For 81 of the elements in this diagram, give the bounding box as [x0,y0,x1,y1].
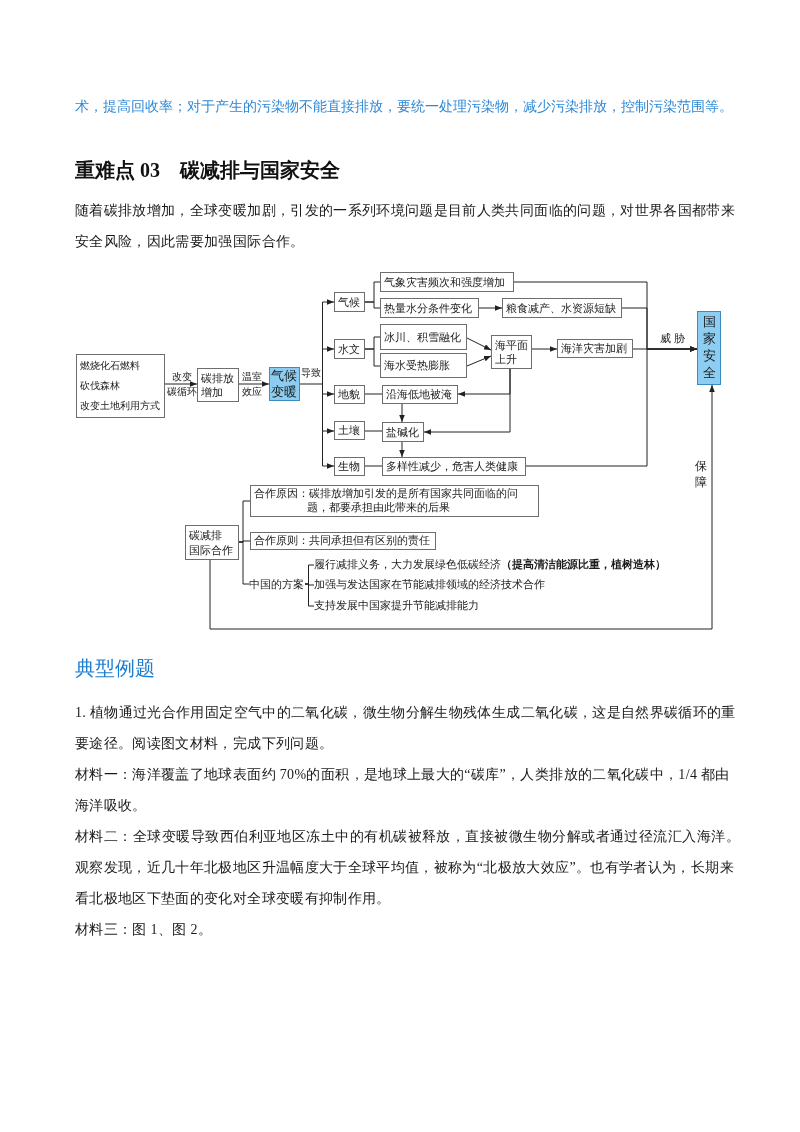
edge-label: 改变碳循环 [167,370,198,399]
arrow [209,384,715,630]
question-text: 材料三：图 1、图 2。 [75,921,214,939]
box-text: 气候 [338,294,360,310]
arrow [238,381,270,387]
arrow [466,355,492,367]
question-text: 材料一：海洋覆盖了地球表面约 70%的面积，是地球上最大的“碳库”，人类排放的二氧化碳中，1/4 都由海洋吸收。 [75,766,731,815]
concept-box [250,485,539,517]
arrow [399,441,405,458]
box-text: 气象灾害频次和强度增加 [384,274,505,290]
arrow [322,346,335,385]
concept-box [380,298,479,318]
arrow [525,346,698,467]
concept-box [334,457,365,476]
box-text: 砍伐森林 [80,379,120,393]
arrow [322,383,335,469]
concept-box [334,292,365,312]
arrow [531,346,558,352]
arrow [399,403,405,423]
edge-label: 威胁 [660,332,688,345]
concept-box [380,324,467,350]
concept-box [250,532,436,550]
edge-label: 温室效应 [242,370,263,399]
connector-line [364,348,381,367]
concept-box [334,339,365,359]
box-text: 热量水分条件变化 [384,300,472,316]
box-text: 国家安全 [702,314,716,382]
section-heading: 典型例题 [75,655,155,681]
box-text: 合作原则：共同承担但有区别的责任 [254,534,430,548]
arrow [164,381,198,387]
box-text: 海洋灾害加剧 [561,341,627,356]
concept-box [380,353,467,378]
section-heading: 重难点 03 碳减排与国家安全 [75,158,340,183]
box-text: 碳减排国际合作 [189,528,234,557]
edge-label: 保障 [695,458,707,490]
concept-box [380,272,514,292]
connector-line [364,430,383,432]
highlight-box [697,311,721,385]
edge-label: 导致 [301,367,321,379]
box-text: 海水受热膨胀 [384,358,450,373]
arrow [466,337,492,351]
body-text: 术，提高回收率；对于产生的污染物不能直接排放，要统一处理污染物，减少污染排放，控制污染范围等。 [75,98,733,116]
plan-text: 加强与发达国家在节能减排领域的经济技术合作 [314,577,545,593]
box-text: 碳排放增加 [201,370,235,400]
question-text: 1. 植物通过光合作用固定空气中的二氧化碳，微生物分解生物残体生成二氧化碳，这是自然界碳循环的重要途径。阅读图文材料，完成下列问题。 [75,704,737,753]
connector-line [364,465,383,467]
box-text: 燃烧化石燃料 [80,359,140,373]
box-text: 水文 [338,341,360,357]
connector-line [304,583,315,607]
box-text: 土壤 [338,423,360,438]
concept-box [502,298,622,318]
connector-line [364,393,383,395]
arrow [478,305,503,311]
box-text: 沿海低地被淹 [386,387,452,402]
concept-box [382,457,526,476]
concept-box [382,385,458,404]
connector-line [299,383,323,385]
plan-text: 支持发展中国家提升节能减排能力 [314,598,479,614]
concept-box [334,421,365,440]
box-text: 地貌 [338,387,360,402]
box-text: 改变土地利用方式 [80,399,160,413]
box-text: 粮食减产、水资源短缺 [506,300,616,316]
box-text: 多样性减少，危害人类健康 [386,459,518,474]
connector-line [238,541,250,585]
concept-box [382,422,424,442]
concept-box [76,354,165,418]
arrow [423,368,511,435]
box-text: 气候变暖 [271,367,298,401]
box-text: 合作原因：碳排放增加引发的是所有国家共同面临的问题，都要承担由此带来的后果 [254,487,519,515]
question-text: 材料二：全球变暖导致西伯利亚地区冻土中的有机碳被释放，直接被微生物分解或者通过径流汇入海洋。 [75,828,740,846]
concept-box [557,339,633,358]
question-text: 观察发现，近几十年北极地区升温幅度大于全球平均值，被称为“北极放大效应”。也有学者认为，长期来看北极地区下垫面的变化对全球变暖有抑制作用。 [75,859,735,908]
box-text: 盐碱化 [386,424,419,440]
plan-text: 中国的方案 [249,576,304,592]
box-text: 冰川、积雪融化 [384,329,461,345]
body-text: 随着碳排放增加，全球变暖加剧，引发的一系列环境问题是目前人类共同面临的问题，对世界各国都带来安全风险，因此需要加强国际合作。 [75,202,737,251]
box-text: 生物 [338,459,360,474]
plan-text: 履行减排义务，大力发展绿色低碳经济（提高清洁能源比重，植树造林） [314,557,666,573]
connector-line [364,301,381,309]
box-text: 海平面上升 [495,337,529,367]
concept-box [334,385,365,404]
